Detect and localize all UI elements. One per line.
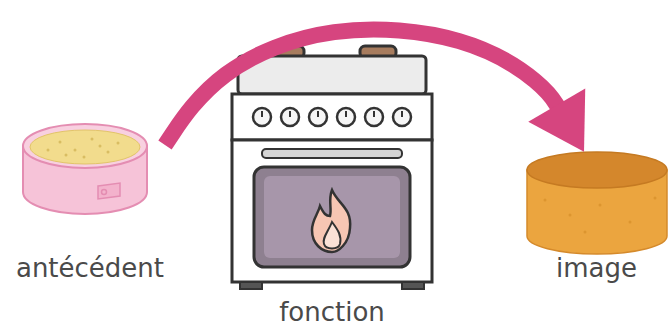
window-glass bbox=[264, 176, 400, 258]
illustration-node: image bbox=[525, 150, 668, 285]
oven bbox=[232, 46, 432, 289]
illustration-node: fonction bbox=[225, 40, 439, 329]
node-label: antécédent bbox=[16, 253, 164, 283]
control-panel bbox=[232, 94, 432, 140]
oven-foot bbox=[402, 282, 424, 289]
cake-pan bbox=[23, 124, 147, 214]
illustration-node: antécédent bbox=[15, 125, 165, 285]
cooktop bbox=[238, 56, 426, 94]
knobs bbox=[253, 108, 411, 126]
node-label: fonction bbox=[279, 297, 385, 327]
batter-dots bbox=[47, 138, 120, 159]
pan-rim bbox=[23, 124, 147, 168]
knob-marks bbox=[262, 111, 402, 117]
pan-clasp bbox=[98, 183, 120, 199]
flame-core bbox=[324, 222, 341, 249]
oven-body bbox=[232, 140, 432, 282]
cake-crumbs bbox=[544, 197, 657, 234]
clasp-pin bbox=[102, 190, 107, 195]
batter bbox=[30, 130, 140, 164]
oven-handle bbox=[262, 149, 402, 158]
flame bbox=[312, 190, 350, 252]
node-label: image bbox=[556, 253, 637, 283]
oven-foot bbox=[240, 282, 262, 289]
oven-window bbox=[254, 167, 410, 267]
curved-arrow bbox=[165, 30, 559, 145]
cake bbox=[527, 152, 667, 254]
cake-top bbox=[527, 152, 667, 188]
